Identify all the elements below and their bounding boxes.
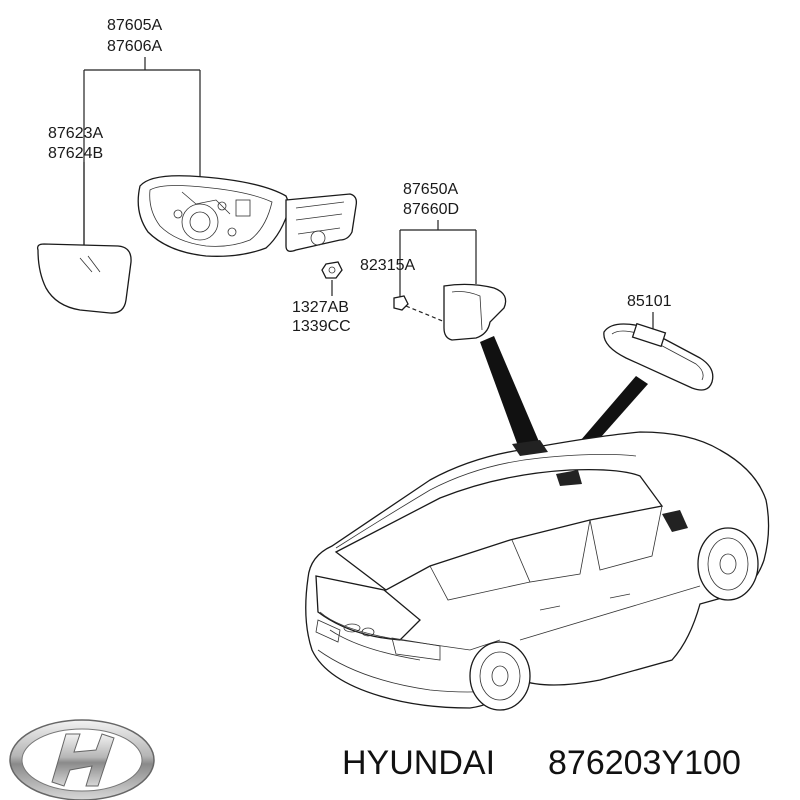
label-87660d: 87660D bbox=[403, 201, 459, 218]
part-number: 876203Y100 bbox=[548, 744, 741, 782]
rearview-mirror bbox=[603, 322, 714, 391]
mounting-nut bbox=[321, 261, 343, 279]
label-82315a: 82315A bbox=[360, 257, 415, 274]
mirror-housing bbox=[137, 175, 358, 257]
inside-trim-cover bbox=[443, 283, 507, 341]
label-1339cc: 1339CC bbox=[292, 318, 351, 335]
label-87606a: 87606A bbox=[107, 38, 162, 55]
hyundai-logo-icon bbox=[9, 719, 155, 800]
brand-name: HYUNDAI bbox=[342, 744, 495, 782]
car-illustration bbox=[305, 431, 770, 711]
label-87650a: 87650A bbox=[403, 181, 458, 198]
screw bbox=[393, 295, 409, 311]
label-87623a: 87623A bbox=[48, 125, 103, 142]
label-1327ab: 1327AB bbox=[292, 299, 349, 316]
leader-lines bbox=[83, 57, 654, 330]
label-85101: 85101 bbox=[627, 293, 672, 310]
label-87605a: 87605A bbox=[107, 17, 162, 34]
label-87624b: 87624B bbox=[48, 145, 103, 162]
mirror-glass bbox=[36, 243, 132, 314]
